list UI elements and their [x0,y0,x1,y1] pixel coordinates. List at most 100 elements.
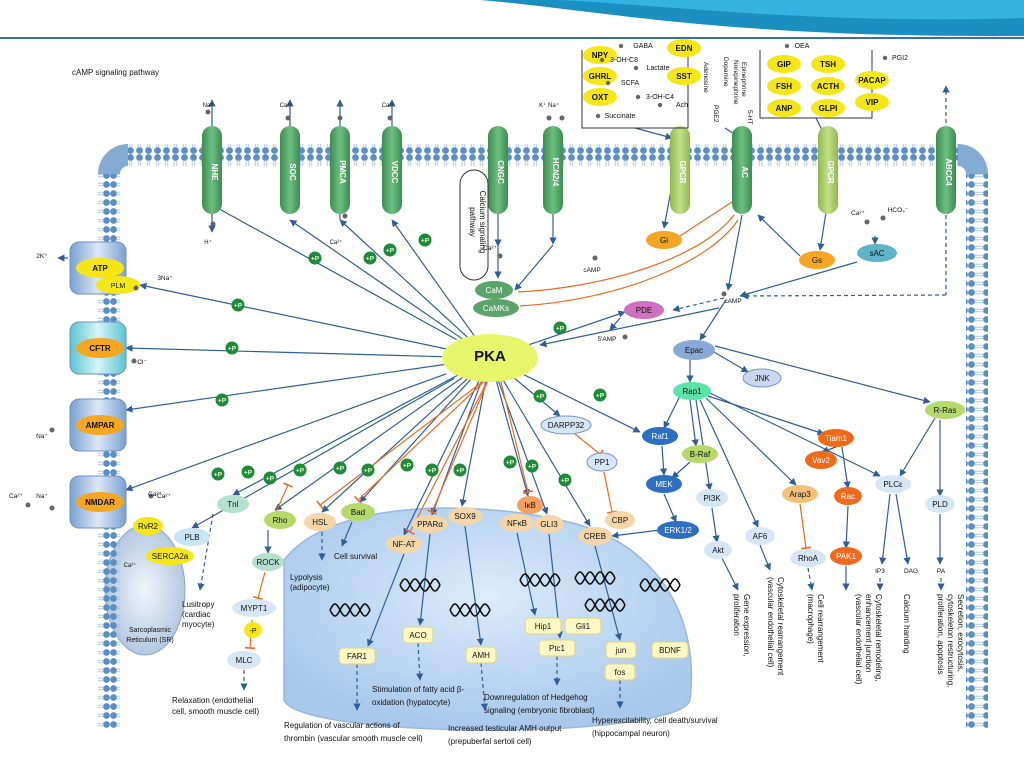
sr-label-2: Reticulum (SR) [126,637,173,644]
ac-camp [725,214,743,291]
phosphorylation-badge [503,455,517,469]
amp-label: 5'AMP [598,336,617,343]
transporter-name: ATP [92,264,108,273]
ligand-anp [767,99,801,117]
rho-node [264,511,296,529]
pp1-cbp-bar [606,510,618,514]
channel-body [202,126,222,214]
gene-jun-label: jun [615,646,627,655]
channel-name: PMCA [338,160,347,184]
nfkb-node-label: NFκB [507,519,527,528]
af6-node [745,527,775,545]
cam-ac-orange [517,214,735,293]
channel-abcc4: ABCC4 [936,126,956,214]
gene-far1-label: FAR1 [347,652,368,661]
phosphorylation-label: +P [366,256,375,263]
ca-sr-2: Ca²⁺ [124,562,137,569]
ligand-pacap-label: PACAP [858,76,886,85]
ligand-vip [855,93,889,111]
ligand-label: SCFA [621,80,640,87]
rap1-arap3 [705,397,797,486]
bad-survival [341,521,353,547]
ppara-node [412,515,448,533]
channel-body [936,126,956,214]
mypt1-node-label: MYPT1 [241,604,268,613]
ligand-vertical: 5-HT [746,110,753,124]
ligand-npy [583,46,617,64]
rock-node-label: ROCK [256,558,280,567]
outcome-relaxation: Relaxation (endothelial [172,696,254,705]
outcome-lusitropy: Lusitropy [182,600,214,609]
ion-dot [559,115,565,121]
pka-spoke [274,375,465,511]
camks-ac-orange [519,219,739,307]
ligand-to-gpcr1 [634,127,673,140]
transporter-cftr: CFTR [69,321,127,375]
dna-helix [584,598,626,612]
bad-node [341,503,375,521]
tiam1-node-label: Tiam1 [825,434,847,443]
phosphorylation-badge [593,388,607,402]
serca-node [146,547,194,565]
rho-inhib [275,484,289,513]
mlc-node [227,651,261,669]
outcome-hippo: (hippocampal neuron) [592,729,670,738]
dna-helix [519,573,561,587]
gene-aco [402,626,434,644]
ion-dot [721,291,727,297]
outcome-fatty: Stimulation of fatty acid β- [372,685,465,694]
plce-ip3 [879,493,891,565]
pka-spoke [139,282,449,350]
pka-spoke [289,219,467,342]
epac-rras [714,345,931,404]
phosphorylation-badge [453,463,467,477]
phosphorylation-badge [293,463,307,477]
outcome-cell-rearrangement: Cell rearrangement [816,594,825,663]
ligand-anp-label: ANP [776,104,794,113]
ligand-vertical: PGE2 [712,105,719,123]
gene-gli1-label: Gli1 [576,622,591,631]
ion-ca: Ca²⁺ [9,493,23,500]
gene-jun [605,641,637,659]
channel-name: NHE [210,164,219,182]
ligand-vertical: Epinephrine [740,62,747,97]
phosphorylation-badge [425,463,439,477]
ion-dot [148,493,154,499]
gene-ptc1-label: Ptc1 [549,644,566,653]
outcome-lypolysis: Lypolysis [290,573,323,582]
raf1-node [642,427,678,445]
ion-dot [633,65,639,71]
channel-body [732,126,752,214]
erk-node-label: ERK1/2 [664,526,692,535]
phosphorylation-label: +P [528,464,537,471]
arap3-rhoa-bar [800,546,812,550]
ligand-oxt-label: OXT [592,93,609,102]
rap1-tiam1 [707,395,825,436]
cam-node-label: CaM [486,286,503,295]
creb-node [578,527,612,545]
channel-ion-top: Na⁺ [203,102,214,109]
phosphorylation-label: +P [234,303,243,310]
outcome-gene-expression: proliferation [732,594,741,636]
transporter-core [76,338,124,358]
pde-node-label: PDE [636,306,652,315]
braf-mek [671,461,691,479]
rac-node-label: Rac [841,492,855,501]
phosphorylation-badge [553,321,567,335]
ligand-ghrl [583,67,617,85]
outcome-fatty: oxidation (hypatocyte) [372,698,451,707]
darpp32-node [540,415,592,435]
sac-node-label: sAC [869,249,884,258]
channel-name: GPCR [826,160,835,183]
rap1-node [673,382,711,400]
ion-ca-in: Ca²⁺ [157,493,171,500]
phosphorylation-badge [263,471,277,485]
plb-node-label: PLB [184,533,199,542]
channel-name: CNGC [496,160,505,184]
plce-node [875,475,911,493]
gene-amh-label: AMH [472,651,490,660]
gi-node-label: Gi [660,236,668,245]
camp-pde [672,297,725,313]
